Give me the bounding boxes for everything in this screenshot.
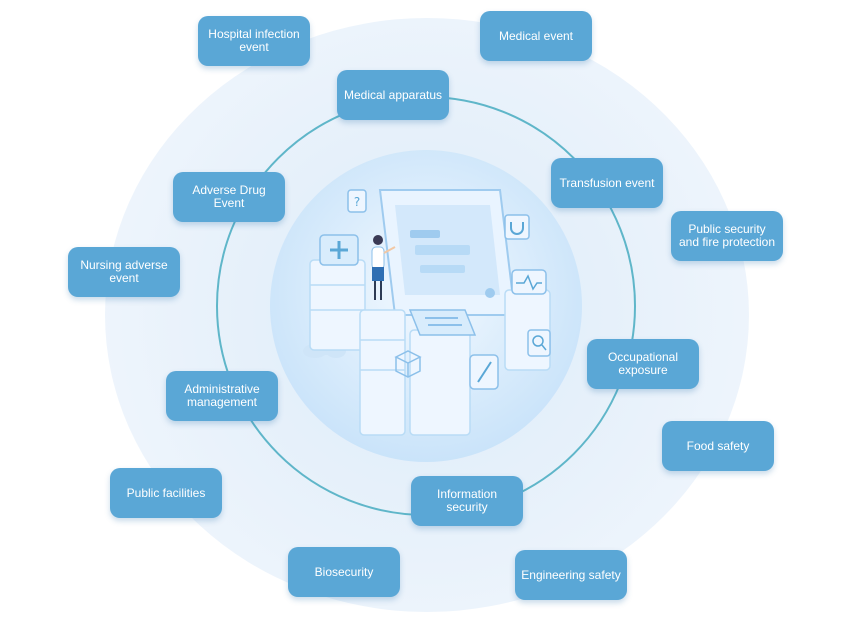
node-label: Biosecurity <box>314 564 374 579</box>
server-icon <box>309 259 551 436</box>
administrative-management-node: Administrative management <box>166 371 278 421</box>
medical-platform-illustration: ? <box>303 189 551 436</box>
medical-apparatus-node: Medical apparatus <box>337 70 449 120</box>
hospital-infection-event-node: Hospital infection event <box>198 16 310 66</box>
node-label: Medical apparatus <box>343 87 443 102</box>
biosecurity-node: Biosecurity <box>288 547 400 597</box>
cube-icon <box>394 350 422 378</box>
occupational-exposure-node: Occupational exposure <box>587 339 699 389</box>
node-label: Hospital infection event <box>208 27 300 54</box>
node-label: Public facilities <box>126 485 206 500</box>
public-facilities-node: Public facilities <box>110 468 222 518</box>
heart-card-icon <box>511 269 547 295</box>
information-security-node: Information security <box>411 476 523 526</box>
engineering-safety-node: Engineering safety <box>515 550 627 600</box>
nursing-adverse-event-node: Nursing adverse event <box>68 247 180 297</box>
medical-event-node: Medical event <box>480 11 592 61</box>
node-label: Public security and fire protection <box>678 222 776 249</box>
node-label: Information security <box>436 487 498 514</box>
adverse-drug-event-node: Adverse Drug Event <box>173 172 285 222</box>
stethoscope-icon <box>504 214 530 240</box>
node-label: Nursing adverse event <box>80 258 168 285</box>
node-label: Engineering safety <box>521 567 621 582</box>
question-icon: ? <box>347 189 367 213</box>
public-security-fire-node: Public security and fire protection <box>671 211 783 261</box>
doctor-figure-icon <box>371 235 396 300</box>
search-icon <box>527 329 551 357</box>
node-label: Transfusion event <box>559 175 655 190</box>
node-label: Medical event <box>498 28 574 43</box>
document-icon <box>408 309 477 336</box>
monitor-icon <box>378 189 517 316</box>
food-safety-node: Food safety <box>662 421 774 471</box>
node-label: Administrative management <box>184 382 260 409</box>
transfusion-event-node: Transfusion event <box>551 158 663 208</box>
medicine-box-icon <box>319 234 359 266</box>
svg-text:?: ? <box>354 195 360 209</box>
node-label: Occupational exposure <box>607 350 679 377</box>
node-label: Food safety <box>686 438 750 453</box>
pen-icon <box>469 354 499 390</box>
node-label: Adverse Drug Event <box>192 183 266 210</box>
